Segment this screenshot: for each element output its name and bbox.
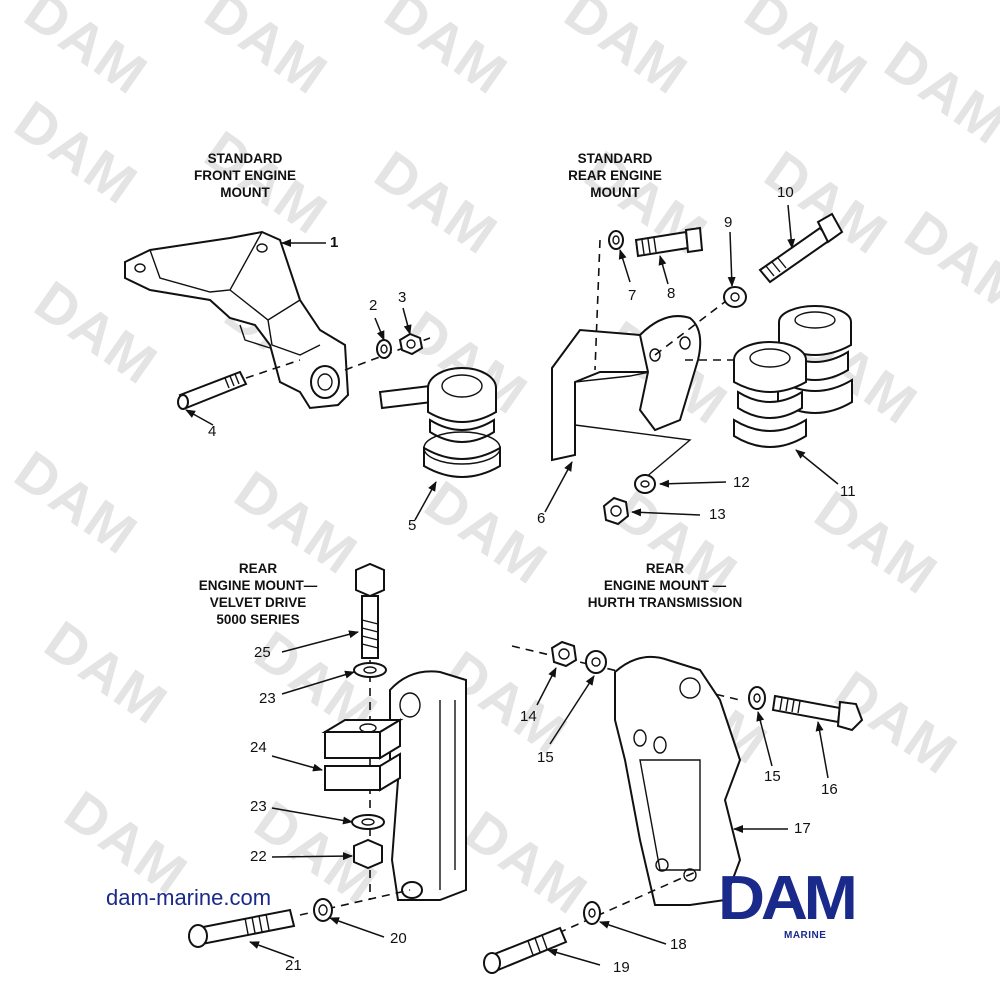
callout-25: 25: [254, 644, 271, 661]
logo-subtitle: MARINE: [784, 930, 827, 941]
callout-13: 13: [709, 506, 726, 523]
callout-15-left: 15: [537, 749, 554, 766]
hurth-bracket: [614, 656, 742, 906]
hurth-capscrew: [483, 926, 568, 974]
callout-14: 14: [520, 708, 537, 725]
callout-18: 18: [670, 936, 687, 953]
hurth-title: REAR ENGINE MOUNT — HURTH TRANSMISSION: [587, 561, 743, 610]
dam-marine-logo: DAM MARINE: [718, 868, 898, 942]
callout-2: 2: [369, 297, 378, 314]
logo-word: DAM: [718, 864, 858, 933]
callout-8: 8: [667, 285, 676, 302]
velvet-bolt: [355, 562, 385, 659]
rear-mount-isolator-front: [733, 341, 807, 448]
rear-mount-bolt-short: [634, 226, 704, 258]
callout-11: 11: [840, 483, 856, 500]
hurth-nut: [550, 640, 578, 668]
front-mount-title: STANDARD FRONT ENGINE MOUNT: [193, 151, 296, 200]
hurth-lockwasher: [583, 901, 601, 925]
rear-mount-nut: [602, 496, 630, 526]
rear-mount-bracket: [551, 315, 702, 462]
callout-9: 9: [724, 214, 733, 231]
callout-4: 4: [208, 423, 217, 440]
callout-22: 22: [250, 848, 267, 865]
callout-5: 5: [408, 517, 417, 534]
callout-15-right: 15: [764, 768, 781, 785]
callout-10: 10: [777, 184, 794, 201]
website-link[interactable]: dam-marine.com: [106, 885, 272, 910]
velvet-washer-bottom: [351, 814, 385, 830]
front-mount-nut: [398, 332, 424, 356]
hurth-washer-right: [748, 686, 766, 710]
rear-mount-washer-bottom: [634, 474, 656, 494]
callout-3: 3: [398, 289, 407, 306]
callout-6: 6: [537, 510, 546, 527]
callout-7: 7: [628, 287, 637, 304]
hurth-bolt: [771, 694, 864, 732]
hurth-washer-left: [585, 650, 607, 674]
rear-mount-washer-top: [608, 230, 624, 250]
callout-24: 24: [250, 739, 267, 756]
callout-20: 20: [390, 930, 407, 947]
callout-12: 12: [733, 474, 750, 491]
callout-19: 19: [613, 959, 630, 976]
front-mount-washer: [376, 339, 392, 359]
front-mount-isolator: [378, 367, 501, 478]
callout-21: 21: [285, 957, 302, 974]
callout-1: 1: [330, 234, 339, 251]
leader-lines: [185, 204, 839, 966]
velvet-nut: [353, 838, 383, 870]
callout-23-top: 23: [259, 690, 276, 707]
rear-mount-bolt-long: [758, 212, 844, 284]
velvet-washer-top: [353, 662, 387, 678]
callout-17: 17: [794, 820, 811, 837]
velvet-spacer-block: [321, 718, 404, 792]
velvet-bracket: [389, 670, 467, 901]
front-mount-stud: [177, 370, 248, 410]
velvet-lockwasher: [313, 898, 333, 922]
callout-23-bottom: 23: [250, 798, 267, 815]
velvet-drive-title: REAR ENGINE MOUNT— VELVET DRIVE 5000 SER…: [198, 561, 318, 627]
front-mount-bracket: [124, 230, 350, 410]
velvet-capscrew: [188, 908, 296, 948]
callout-16: 16: [821, 781, 838, 798]
rear-mount-spacer-washer: [723, 286, 747, 308]
rear-mount-title: STANDARD REAR ENGINE MOUNT: [568, 151, 662, 200]
